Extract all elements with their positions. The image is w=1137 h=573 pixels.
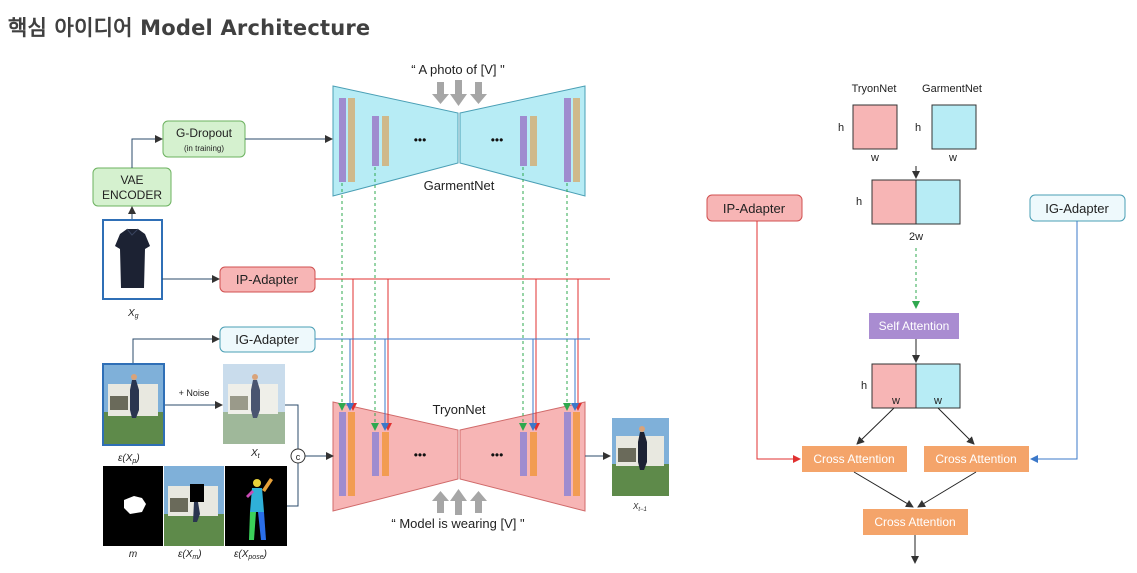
ig-adapter-box [219,326,316,353]
r-self-attention-label: Self Attention [879,319,950,333]
r-ig-adapter-line [1030,221,1078,463]
r-w-label-4: w [933,395,942,407]
r-h-label-1: h [838,122,844,134]
label-exm: ε(Xm) [178,549,202,561]
r-out-pink [871,363,917,409]
ig-adapter-label: IG-Adapter [235,332,299,347]
noise-label: + Noise [179,388,210,398]
label-xg: Xg [127,308,139,320]
ip-adapter-box [219,266,316,293]
tryonnet-feature-bars [339,412,580,496]
r-cross-attention-left [802,446,907,472]
r-w-label-1: w [870,152,879,164]
prompt-top-arrows [432,80,487,106]
label-xt1: Xt−1 [632,502,647,513]
tryonnet-ellipsis-right: ••• [491,448,504,462]
concat-label: c [296,452,301,462]
prompt-bottom: “ Model is wearing [V] " [391,516,525,531]
r-ip-adapter-line [756,221,801,463]
r-h-label-3: h [856,196,862,208]
r-ig-adapter-label: IG-Adapter [1045,201,1109,216]
r-concat-cyan [915,179,961,225]
page-title: 핵심 아이디어 Model Architecture [8,16,371,40]
r-cross-attention-final-label: Cross Attention [874,515,955,529]
masked-image [164,466,224,546]
r-arrow-merge-right [917,471,977,508]
ig-adapter-lines [315,338,590,431]
vae-encoder-line1: VAE [120,173,143,187]
label-expose: ε(Xpose) [234,549,267,561]
label-xt: Xt [250,448,261,460]
concat-symbol [290,448,306,464]
ip-adapter-label: IP-Adapter [236,272,299,287]
pose-image [225,466,287,546]
r-ip-adapter-box [706,194,803,222]
vae-to-g-dropout [131,135,163,168]
prompt-top: “ A photo of [V] " [411,62,505,77]
r-h-label-4: h [861,380,867,392]
output-image [612,418,669,496]
person-image [102,363,165,446]
g-dropout-note: (in training) [184,144,224,153]
garmentnet-label: GarmentNet [424,178,495,193]
r-w-label-3: w [891,395,900,407]
label-m: m [129,549,137,560]
person-to-ig-adapter [132,335,220,364]
r-h-label-2: h [915,122,921,134]
r-2w-label: 2w [909,231,923,243]
vae-encoder-line2: ENCODER [102,188,162,202]
ip-adapter-lines [315,278,610,431]
r-cross-attention-right [924,446,1029,472]
garment-feature-links [338,167,571,431]
r-self-attention-box [869,313,959,339]
garmentnet-feature-bars [339,98,580,182]
tryonnet-label: TryonNet [433,402,486,417]
r-garmentnet-label: GarmentNet [922,83,982,95]
r-arrow-merge-left [853,471,914,508]
r-concat-pink [871,179,917,225]
r-arrow-to-ca-right [937,407,975,445]
concat-lines [285,404,334,507]
noisy-image [223,364,285,444]
r-cross-attention-final [863,509,968,535]
r-w-label-2: w [948,152,957,164]
garment-image [102,219,163,300]
r-arrow-to-ca-left [856,407,895,445]
r-out-cyan [915,363,961,409]
r-tryonnet-label: TryonNet [852,83,897,95]
r-garment-feature [931,104,977,150]
r-cross-attention-right-label: Cross Attention [935,452,1016,466]
r-tryon-feature [852,104,898,150]
garmentnet-ellipsis-left: ••• [414,133,427,147]
mask-image [103,466,163,546]
label-exp: ε(Xp) [118,453,140,465]
r-cross-attention-left-label: Cross Attention [813,452,894,466]
g-dropout-label: G-Dropout [176,126,233,140]
prompt-bottom-arrows [432,489,487,515]
tryonnet-ellipsis-left: ••• [414,448,427,462]
r-ip-adapter-label: IP-Adapter [723,201,786,216]
garmentnet-ellipsis-right: ••• [491,133,504,147]
